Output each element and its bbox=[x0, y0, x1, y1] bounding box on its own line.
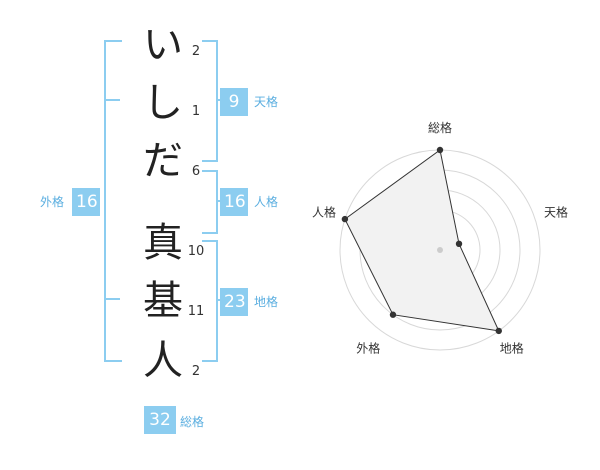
gaikaku-label: 外格 bbox=[40, 195, 65, 209]
radar-point-4 bbox=[389, 311, 397, 318]
tenkaku-label: 天格 bbox=[254, 95, 279, 109]
jinkaku-score-badge: 16 bbox=[220, 188, 248, 216]
jinkaku-label: 人格 bbox=[254, 195, 279, 209]
stroke-count-3: 6 bbox=[191, 164, 201, 179]
name-char-3: だ bbox=[143, 138, 183, 184]
tenkaku-bracket bbox=[202, 40, 218, 162]
chikaku-score-badge: 23 bbox=[220, 288, 248, 316]
bracket-tick bbox=[216, 99, 222, 101]
soukaku-score-badge: 32 bbox=[144, 406, 176, 434]
stroke-count-5: 11 bbox=[187, 304, 205, 319]
bracket-tick bbox=[104, 298, 120, 300]
radar-point-3 bbox=[495, 327, 502, 335]
tenkaku-score-badge: 9 bbox=[220, 88, 248, 116]
name-char-5: 基 bbox=[143, 278, 183, 324]
radar-data-polygon bbox=[344, 149, 500, 332]
chikaku-label: 地格 bbox=[254, 295, 279, 309]
stroke-count-2: 1 bbox=[191, 104, 201, 119]
name-char-1: い bbox=[143, 22, 183, 68]
radar-axis-label-5: 人格 bbox=[312, 204, 336, 219]
radar-axis-label-3: 地格 bbox=[500, 341, 524, 356]
bracket-tick bbox=[216, 200, 222, 202]
radar-point-1 bbox=[436, 146, 444, 154]
radar-point-5 bbox=[341, 215, 349, 223]
name-char-2: し bbox=[143, 80, 183, 126]
stroke-count-4: 10 bbox=[187, 244, 205, 259]
stroke-count-6: 2 bbox=[191, 364, 201, 379]
radar-point-2 bbox=[455, 240, 463, 248]
bracket-tick bbox=[216, 299, 222, 301]
chikaku-bracket bbox=[202, 240, 218, 362]
radar-axis-label-1: 総格 bbox=[428, 120, 452, 135]
radar-center-dot bbox=[437, 247, 443, 253]
stroke-count-1: 2 bbox=[191, 44, 201, 59]
name-char-6: 人 bbox=[143, 338, 183, 384]
soukaku-label: 総格 bbox=[180, 415, 205, 429]
jinkaku-bracket bbox=[202, 170, 218, 234]
bracket-tick bbox=[104, 99, 120, 101]
radar-axis-label-4: 外格 bbox=[356, 341, 380, 356]
name-char-4: 真 bbox=[143, 220, 183, 266]
gaikaku-bracket bbox=[104, 40, 122, 362]
radar-axis-label-2: 天格 bbox=[544, 204, 568, 219]
gaikaku-score-badge: 16 bbox=[72, 188, 100, 216]
